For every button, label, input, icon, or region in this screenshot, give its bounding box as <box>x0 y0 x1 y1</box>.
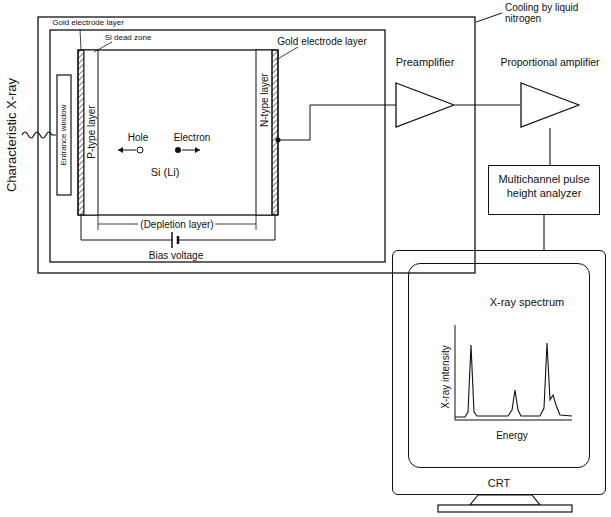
electron-label: Electron <box>174 132 211 143</box>
amplifier-triangle <box>395 82 455 128</box>
window-label: Entrance window <box>60 105 69 166</box>
analyzer-label: Multichannel pulse height analyzer <box>493 173 595 201</box>
axis-label: X-ray intensity <box>440 345 451 408</box>
amplifier-triangle <box>520 82 580 128</box>
hole-label: Hole <box>128 132 149 143</box>
n-layer-label: N-type layer <box>259 73 270 127</box>
amplifier-label: Preamplifier <box>396 56 455 68</box>
dead-zone-label: Si dead zone <box>105 34 152 43</box>
cooling-label: Cooling by liquid nitrogen <box>505 2 601 24</box>
crt-screen: X-ray spectrumX-ray intensityEnergy <box>408 263 590 468</box>
crt-monitor: CRT X-ray spectrumX-ray intensityEnergy <box>392 250 606 495</box>
amplifier-label: Proportional amplifier <box>500 56 599 68</box>
signal-wire <box>550 128 551 165</box>
crt-label: CRT <box>488 477 510 489</box>
spectrum-title: X-ray spectrum <box>490 296 565 308</box>
amplifier-node: Preamplifier <box>393 56 457 128</box>
amplifier-node: Proportional amplifier <box>498 56 601 128</box>
signal-wire <box>455 105 520 106</box>
axis-label: Energy <box>496 430 528 441</box>
gold-layer-label: Gold electrode layer <box>52 19 124 28</box>
signal-wire <box>544 215 545 250</box>
depletion-label: (Depletion layer) <box>138 219 215 230</box>
bias-label: Bias voltage <box>149 250 203 261</box>
incident-xray-label: Characteristic X-ray <box>5 78 19 192</box>
gold-layer-label: Gold electrode layer <box>277 36 367 47</box>
p-layer-label: P-type layer <box>86 105 97 158</box>
analyzer-box: Multichannel pulse height analyzer <box>488 165 600 215</box>
crystal-label: Si (Li) <box>151 166 180 178</box>
